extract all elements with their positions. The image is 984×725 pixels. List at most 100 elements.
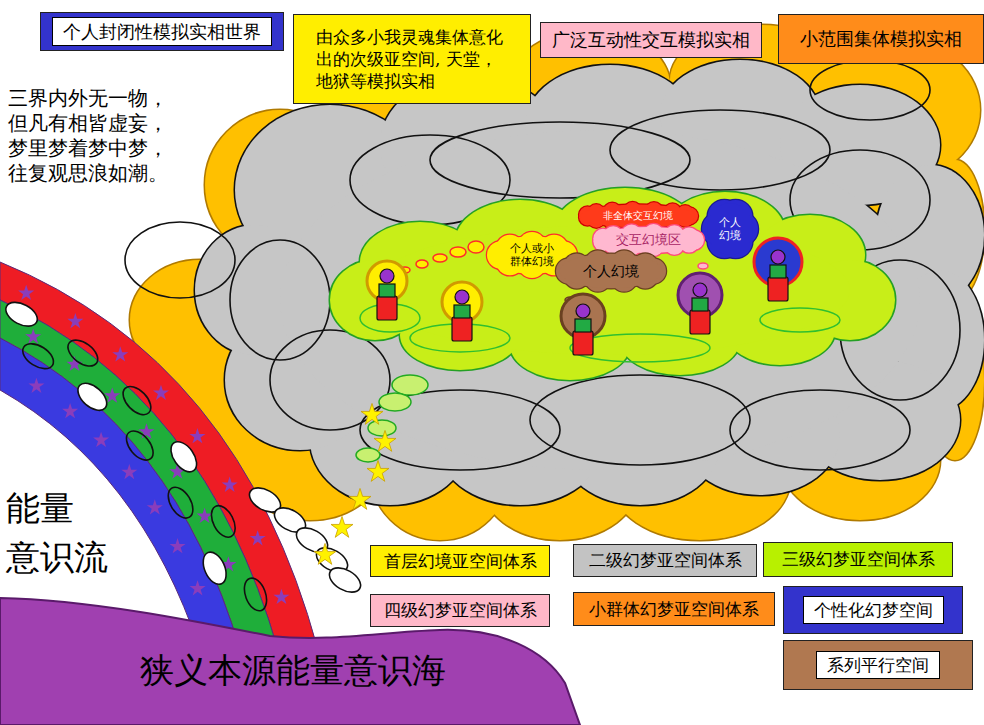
legend-text: 由众多小我灵魂集体意化出的次级亚空间, 天堂，地狱等模拟实相 <box>316 26 508 92</box>
legend-item: 三级幻梦亚空间体系 <box>763 542 953 577</box>
stream-star <box>314 543 336 564</box>
soul-figure <box>754 238 802 301</box>
cloud-outline <box>702 200 758 258</box>
legend-text: 个性化幻梦空间 <box>803 596 944 624</box>
cloud-scribble <box>530 375 750 465</box>
stream-ring <box>18 339 57 374</box>
figure-body <box>770 265 786 278</box>
cloud-scribble <box>810 60 930 120</box>
stream-bubble <box>379 393 411 411</box>
band-star <box>138 423 154 438</box>
cloud-fill <box>702 200 758 258</box>
band-star <box>170 538 186 553</box>
legend-item: 由众多小我灵魂集体意化出的次级亚空间, 天堂，地狱等模拟实相 <box>293 14 531 104</box>
thought-bubble <box>450 247 466 257</box>
stream-star <box>361 403 383 424</box>
band-star <box>147 499 163 514</box>
figure-head <box>771 250 785 264</box>
stream-star <box>349 488 371 509</box>
gray-cloud <box>195 60 984 505</box>
legend-item: 个人封闭性模拟实相世界 <box>40 12 284 51</box>
stream-ring <box>325 563 364 597</box>
stream-star <box>331 516 353 537</box>
gray-cloud-outline <box>195 60 984 505</box>
thought-bubble <box>468 241 484 253</box>
band-star <box>28 378 44 393</box>
legend-item: 四级幻梦亚空间体系 <box>370 594 550 627</box>
figure-body <box>454 305 470 318</box>
soul-figure <box>678 273 722 334</box>
dream-cloud: 个人幻境 <box>556 250 666 292</box>
stream-label: 能量 意识流 <box>6 484 113 583</box>
legend-text: 个人封闭性模拟实相世界 <box>52 17 272 46</box>
cloud-label: 个人或小群体幻境 <box>508 242 555 268</box>
band-star <box>222 477 238 492</box>
stream-bubble <box>356 448 380 462</box>
figure-halo <box>561 294 605 338</box>
stream-ring <box>207 502 240 541</box>
figure-head <box>693 283 707 297</box>
cloud-scribble <box>230 240 330 360</box>
figure-legs <box>452 317 472 341</box>
legend-text: 广泛互动性交互模拟实相 <box>552 28 750 51</box>
poem-line: 但凡有相皆虚妄， <box>8 111 168 135</box>
gold-cloud-fill <box>130 25 984 540</box>
thought-bubble <box>416 260 428 268</box>
thought-bubble <box>698 263 708 269</box>
legend-item: 广泛互动性交互模拟实相 <box>540 22 762 58</box>
legend-item: 小群体幻梦亚空间体系 <box>573 592 775 626</box>
band-star <box>67 313 83 328</box>
figure-legs <box>573 331 593 355</box>
dream-cloud: 个人幻境 <box>702 198 758 260</box>
legend-item: 首层幻境亚空间体系 <box>370 545 550 577</box>
legend-item: 小范围集体模拟实相 <box>778 14 984 64</box>
energy-band <box>0 300 278 650</box>
stream-ring <box>2 297 41 331</box>
thought-bubble <box>433 254 447 262</box>
cloud-label: 个人幻境 <box>583 263 639 280</box>
cloud-bump <box>280 130 920 470</box>
band-star <box>112 346 128 361</box>
gray-cloud-fill <box>195 60 984 505</box>
cloud-fill <box>556 250 666 291</box>
dream-cloud: 交互幻境区 <box>592 224 704 256</box>
figure-halo <box>442 282 482 322</box>
stream-ring <box>240 575 271 614</box>
soul-figure <box>561 294 605 355</box>
figure-head <box>576 304 590 318</box>
figure-body <box>692 298 708 311</box>
energy-band <box>0 262 318 650</box>
figure-head <box>380 269 394 283</box>
band-star <box>189 428 205 443</box>
band-star <box>250 530 266 545</box>
legend-text: 小群体幻梦亚空间体系 <box>589 598 759 620</box>
cloud-core <box>707 203 753 255</box>
soul-figure <box>442 282 482 341</box>
stream-ring <box>199 549 231 588</box>
band-star <box>190 580 206 595</box>
gold-cloud <box>130 25 984 540</box>
poem-line: 往复观思浪如潮。 <box>8 161 168 185</box>
figure-body <box>575 319 591 332</box>
cloud-scribble <box>430 122 690 198</box>
stream-ring <box>121 426 158 465</box>
figure-legs <box>768 277 788 301</box>
cloud-core <box>707 203 753 255</box>
stream-star <box>367 460 389 481</box>
poem-line: 梦里梦着梦中梦， <box>8 136 168 160</box>
stream-star <box>374 430 396 451</box>
band-star <box>153 385 169 400</box>
stream-ring <box>118 381 156 419</box>
soul-figure <box>367 261 407 320</box>
legend-text: 二级幻梦亚空间体系 <box>589 549 742 571</box>
cloud-core <box>595 227 701 253</box>
stream-ring <box>73 378 112 415</box>
cloud-label: 非全体交互幻境 <box>603 210 673 222</box>
figure-head <box>455 290 469 304</box>
cloud-scribble <box>730 390 910 470</box>
stream-ring <box>63 335 102 371</box>
green-cloud <box>330 188 895 380</box>
cloud-scribble <box>270 330 390 430</box>
cloud-outline <box>556 250 666 291</box>
